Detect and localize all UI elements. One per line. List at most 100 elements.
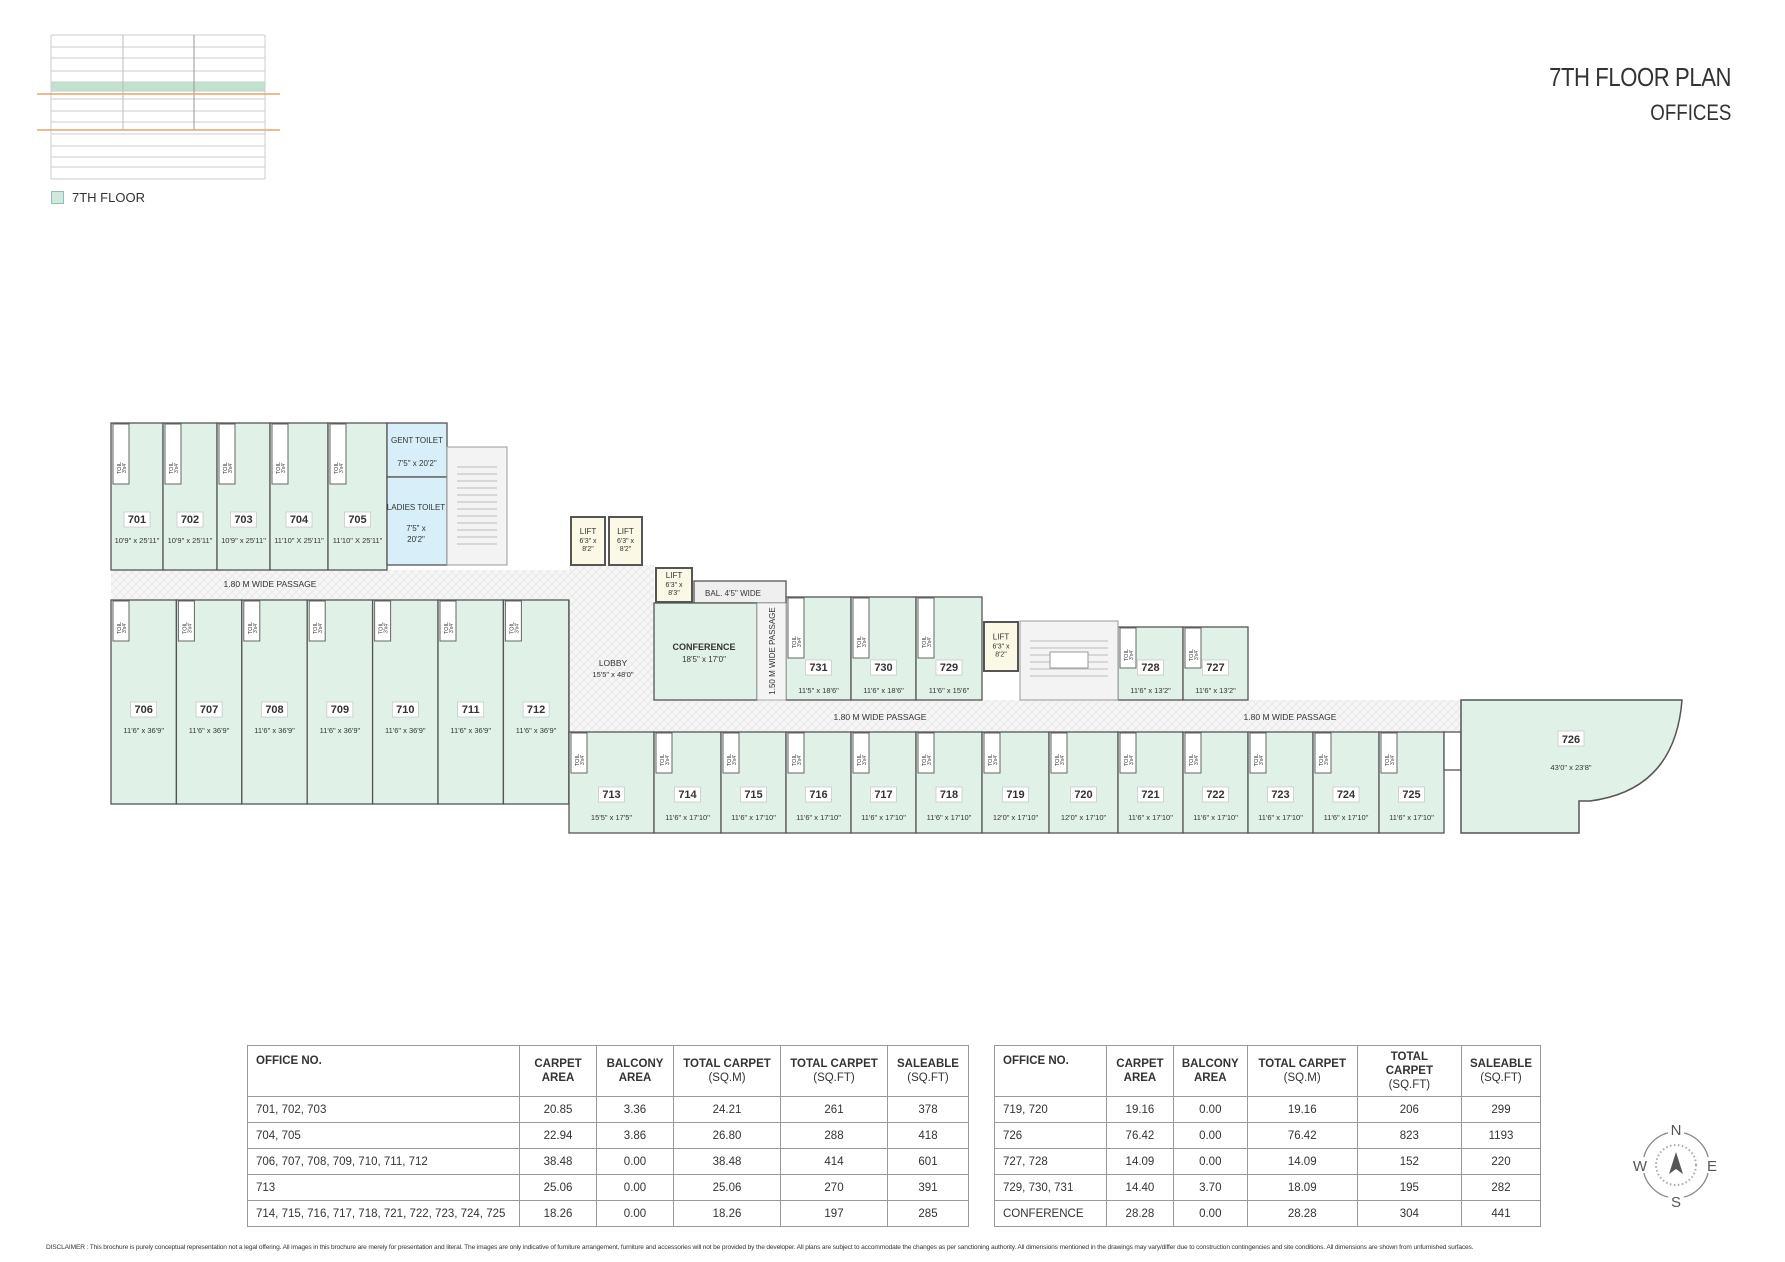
toilet-dim: 3'x4' [797, 637, 803, 647]
toilet-label: TOIL [444, 622, 450, 634]
toilet-726 [1443, 731, 1462, 771]
toilet-dim: 3'x4' [281, 463, 287, 473]
table-row: 714, 715, 716, 717, 718, 721, 722, 723, … [247, 1200, 969, 1227]
value-cell: 0.00 [596, 1148, 674, 1175]
value-cell: 195 [1356, 1174, 1463, 1201]
value-cell: 18.26 [519, 1200, 597, 1227]
toilet-label: TOIL [660, 754, 666, 766]
col-total-carpet-sqft: TOTAL CARPET(SQ.FT) [1356, 1045, 1463, 1097]
lift-dim: 8'2" [620, 546, 632, 553]
toilet-dim: 3'x4' [927, 637, 933, 647]
passage-180-label: 1.80 M WIDE PASSAGE [224, 579, 317, 589]
unit-number: 716 [809, 789, 827, 801]
toilet-label: TOIL [792, 754, 798, 766]
toilet-dim: 3'x4' [580, 755, 586, 765]
compass-s: S [1671, 1194, 1681, 1211]
page-title: 7TH FLOOR PLAN [1549, 62, 1731, 92]
toilet-dim: 3'x4' [187, 623, 193, 633]
passage-150 [756, 602, 787, 701]
unit-dimension: 11'6" x 17'10" [796, 813, 841, 822]
lift-dim: 8'3" [668, 590, 680, 597]
lift-label: LIFT [580, 527, 597, 536]
value-cell: 152 [1356, 1148, 1463, 1175]
toilet-label: TOIL [248, 622, 254, 634]
toilet-dim: 3'x4' [927, 755, 933, 765]
unit-number: 725 [1402, 789, 1420, 801]
key-plan-highlight [51, 82, 265, 91]
lift-dim: 8'2" [995, 652, 1007, 659]
value-cell: 25.06 [673, 1174, 781, 1201]
value-cell: 14.09 [1106, 1148, 1174, 1175]
col-office-no: OFFICE NO. [993, 1045, 1108, 1097]
unit-number: 723 [1271, 789, 1289, 801]
unit-dimension: 11'6" x 18'6" [863, 686, 904, 695]
toilet-dim: 3'x4' [1129, 755, 1135, 765]
unit-dimension: 11'6" x 13'2" [1130, 686, 1171, 695]
unit-dimension: 11'6" x 36'9" [123, 726, 164, 735]
unit-number: 702 [181, 514, 199, 526]
compass-n: N [1671, 1122, 1682, 1139]
value-cell: 14.09 [1246, 1148, 1358, 1175]
toilet-dim: 3'x4' [514, 623, 520, 633]
toilet-dim: 3'x4' [1390, 755, 1396, 765]
unit-number: 719 [1006, 789, 1024, 801]
toilet-label: TOIL [117, 622, 123, 634]
conference-label: CONFERENCE [672, 642, 735, 652]
toilet-label: TOIL [857, 754, 863, 766]
toilet-label: TOIL [922, 754, 928, 766]
col-total-carpet-sqm: TOTAL CARPET(SQ.M) [673, 1045, 781, 1097]
value-cell: 0.00 [596, 1174, 674, 1201]
page-subtitle: OFFICES [1649, 100, 1731, 125]
unit-dimension: 10'9" x 25'11" [221, 536, 266, 545]
unit-dimension: 11'5" x 18'6" [798, 686, 839, 695]
toilet-dim: 3'x4' [1259, 755, 1265, 765]
key-plan [37, 34, 280, 180]
toilet-label: TOIL [313, 622, 319, 634]
lift-dim: 6'3" x [992, 644, 1010, 651]
unit-dimension: 10'9" x 25'11" [115, 536, 160, 545]
ladies-toilet-label: LADIES TOILET [387, 503, 446, 512]
toilet-dim: 3'x4' [122, 463, 128, 473]
toilet-label: TOIL [1189, 754, 1195, 766]
lobby-dim: 15'5" x 48'0" [592, 670, 633, 679]
unit-number: 713 [602, 789, 620, 801]
office-no-cell: 701, 702, 703 [247, 1096, 520, 1123]
unit-number: 710 [396, 704, 414, 716]
value-cell: 206 [1356, 1096, 1463, 1123]
toilet-dim: 3'x4' [318, 623, 324, 633]
toilet-label: TOIL [1055, 754, 1061, 766]
toilet-dim: 3'x4' [1060, 755, 1066, 765]
unit-dimension: 11'6" x 17'10" [731, 813, 776, 822]
value-cell: 270 [780, 1174, 888, 1201]
toilet-label: TOIL [922, 636, 928, 648]
